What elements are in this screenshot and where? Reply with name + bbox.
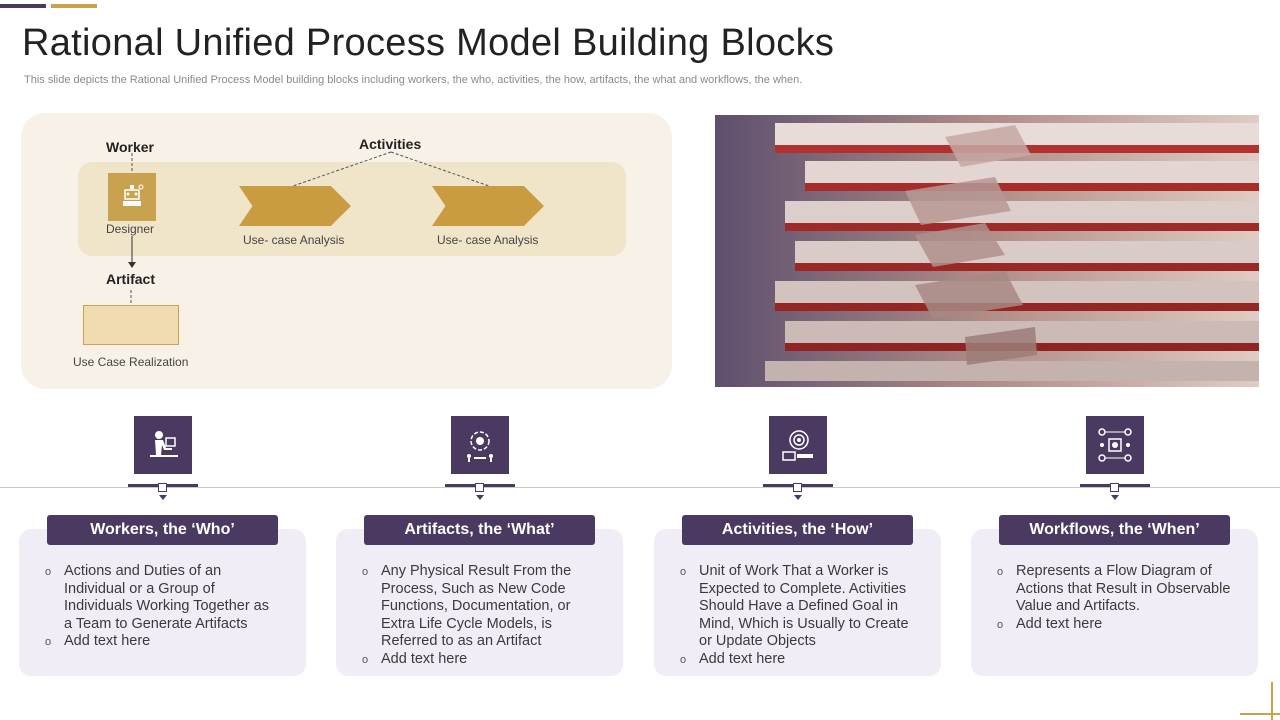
page-subtitle: This slide depicts the Rational Unified … xyxy=(24,74,803,86)
activity-label-2: Use- case Analysis xyxy=(437,233,539,247)
icon-base-marker xyxy=(475,483,484,492)
corner-accent-vertical xyxy=(1271,682,1273,720)
page-title: Rational Unified Process Model Building … xyxy=(22,22,835,64)
down-arrow-icon xyxy=(476,495,484,500)
block-title: Activities, the ‘How’ xyxy=(682,515,913,545)
bullet-list: Represents a Flow Diagram of Actions tha… xyxy=(997,563,1233,634)
activities-label: Activities xyxy=(359,136,422,152)
bullet-item: Add text here xyxy=(362,651,598,669)
down-arrow-icon xyxy=(159,495,167,500)
accent-bar-gold xyxy=(51,4,97,8)
artifact-caption: Use Case Realization xyxy=(73,355,189,369)
designer-label: Designer xyxy=(106,222,155,236)
bullet-item: Represents a Flow Diagram of Actions tha… xyxy=(997,563,1233,616)
bullet-list: Any Physical Result From the Process, Su… xyxy=(362,563,598,669)
icon-base-marker xyxy=(158,483,167,492)
block-artifacts: Artifacts, the ‘What’ Any Physical Resul… xyxy=(336,416,623,678)
stacked-planks-photo xyxy=(715,115,1259,387)
artifact-box xyxy=(83,305,179,345)
target-keyboard-icon xyxy=(769,416,827,474)
activities-strip xyxy=(78,162,626,256)
activity-chevron-2 xyxy=(432,186,544,226)
artifact-label: Artifact xyxy=(106,271,156,287)
icon-base-marker xyxy=(1110,483,1119,492)
worker-label: Worker xyxy=(106,139,154,155)
bullet-item: Add text here xyxy=(680,651,916,669)
down-arrow-icon xyxy=(1111,495,1119,500)
block-activities: Activities, the ‘How’ Unit of Work That … xyxy=(654,416,941,678)
block-title: Workflows, the ‘When’ xyxy=(999,515,1230,545)
bullet-item: Any Physical Result From the Process, Su… xyxy=(362,563,598,651)
gear-cycle-icon xyxy=(451,416,509,474)
bullet-item: Add text here xyxy=(45,633,281,651)
icon-base-marker xyxy=(793,483,802,492)
block-title: Workers, the ‘Who’ xyxy=(47,515,278,545)
bullet-list: Unit of Work That a Worker is Expected t… xyxy=(680,563,916,669)
block-workers: Workers, the ‘Who’ Actions and Duties of… xyxy=(19,416,306,678)
bullet-item: Add text here xyxy=(997,616,1233,634)
activity-chevron-1 xyxy=(239,186,351,226)
down-arrow-icon xyxy=(794,495,802,500)
bullet-item: Unit of Work That a Worker is Expected t… xyxy=(680,563,916,651)
workflow-network-icon xyxy=(1086,416,1144,474)
corner-accent-horizontal xyxy=(1240,713,1280,715)
designer-icon xyxy=(108,173,156,221)
activity-label-1: Use- case Analysis xyxy=(243,233,345,247)
bullet-list: Actions and Duties of an Individual or a… xyxy=(45,563,281,652)
accent-bar-dark xyxy=(0,4,46,8)
block-title: Artifacts, the ‘What’ xyxy=(364,515,595,545)
divider-line xyxy=(0,487,1280,488)
bullet-item: Actions and Duties of an Individual or a… xyxy=(45,563,281,633)
block-workflows: Workflows, the ‘When’ Represents a Flow … xyxy=(971,416,1258,678)
process-diagram-panel: Worker Activities Designer Use- case Ana… xyxy=(21,113,672,389)
worker-desk-icon xyxy=(134,416,192,474)
